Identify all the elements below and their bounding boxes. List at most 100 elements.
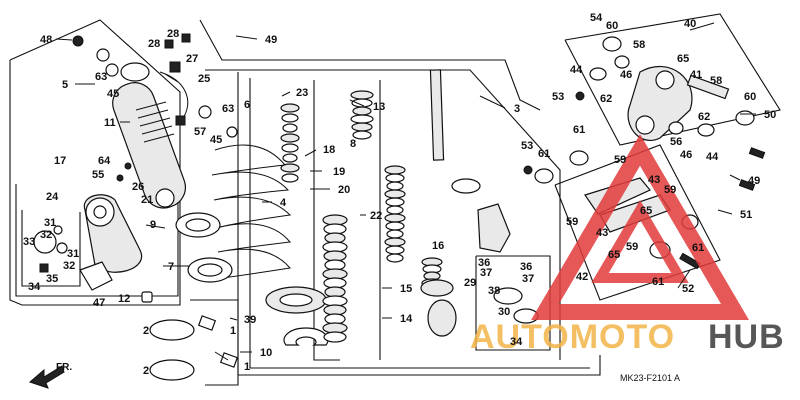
washer-disc: [384, 237, 406, 247]
front-direction-indicator: FR.: [29, 362, 72, 389]
washer-disc: [386, 181, 404, 191]
callout-34: 34: [510, 336, 523, 348]
washer-disc: [282, 153, 298, 163]
callout-59: 59: [626, 241, 638, 253]
callout-58: 58: [710, 75, 722, 87]
washer-disc: [352, 130, 372, 140]
callout-37: 37: [480, 267, 492, 279]
callout-5: 5: [62, 79, 68, 91]
callout-32: 32: [63, 260, 75, 272]
callout-27: 27: [186, 53, 198, 65]
watermark-word-right: HUB: [708, 318, 785, 356]
watermark-logo: AUTOMOTO HUB: [470, 134, 785, 356]
callout-44: 44: [570, 64, 583, 76]
callout-4: 4: [280, 197, 287, 209]
callout-44: 44: [706, 151, 719, 163]
callout-43: 43: [648, 174, 660, 186]
callout-63: 63: [222, 103, 234, 115]
washer-disc: [386, 253, 404, 263]
washer-disc: [385, 221, 405, 231]
washer-disc: [280, 103, 300, 113]
callout-30: 30: [498, 306, 510, 318]
callout-65: 65: [677, 53, 689, 65]
washer-disc: [352, 106, 372, 116]
callout-51: 51: [740, 209, 752, 221]
callout-58: 58: [633, 39, 645, 51]
callout-60: 60: [606, 20, 618, 32]
callout-28: 28: [148, 38, 160, 50]
callout-52: 52: [682, 283, 694, 295]
callout-24: 24: [46, 191, 59, 203]
spring-assembly: [175, 144, 329, 346]
callout-20: 20: [338, 184, 350, 196]
diagram-code: MK23-F2101 A: [620, 373, 680, 383]
washer-disc: [386, 205, 404, 215]
callout-12: 12: [118, 293, 130, 305]
callout-64: 64: [98, 155, 111, 167]
callout-61: 61: [652, 276, 664, 288]
washer-disc: [386, 229, 404, 239]
washer-disc: [280, 133, 300, 143]
callout-18: 18: [323, 144, 335, 156]
callout-28: 28: [167, 28, 179, 40]
callout-10: 10: [260, 347, 272, 359]
callout-labels: 48 49 28 28 27 25 5 63 45 11 57 63 45 6 …: [23, 12, 776, 377]
callout-8: 8: [350, 138, 356, 150]
callout-40: 40: [684, 18, 696, 30]
callout-62: 62: [600, 93, 612, 105]
callout-2: 2: [143, 365, 149, 377]
callout-59: 59: [664, 184, 676, 196]
callout-41: 41: [690, 69, 702, 81]
callout-56: 56: [670, 136, 682, 148]
callout-37: 37: [522, 273, 534, 285]
callout-31: 31: [44, 217, 56, 229]
callout-7: 7: [168, 261, 174, 273]
callout-36: 36: [478, 257, 490, 269]
callout-65: 65: [608, 249, 620, 261]
callout-25: 25: [198, 73, 210, 85]
callout-32: 32: [40, 229, 52, 241]
washer-disc: [350, 90, 374, 100]
washer-disc: [384, 189, 406, 199]
washer-disc: [350, 114, 374, 124]
callout-16: 16: [432, 240, 444, 252]
callout-14: 14: [400, 313, 413, 325]
callout-33: 33: [23, 236, 35, 248]
clamps: [149, 315, 239, 381]
washer-disc: [323, 331, 347, 343]
callout-15: 15: [400, 283, 412, 295]
callout-61: 61: [573, 124, 585, 136]
callout-53: 53: [552, 91, 564, 103]
callout-36: 36: [520, 261, 532, 273]
callout-62: 62: [698, 111, 710, 123]
callout-45: 45: [210, 134, 222, 146]
front-arrow-icon: [29, 365, 65, 389]
callout-59: 59: [614, 154, 626, 166]
callout-61: 61: [692, 242, 704, 254]
watermark-word-left: AUTOMOTO: [470, 318, 675, 356]
callout-3: 3: [514, 103, 520, 115]
callout-55: 55: [92, 169, 104, 181]
callout-43: 43: [596, 227, 608, 239]
callout-59: 59: [566, 216, 578, 228]
callout-26: 26: [132, 181, 144, 193]
callout-65: 65: [640, 205, 652, 217]
callout-60: 60: [744, 91, 756, 103]
callout-63: 63: [95, 71, 107, 83]
callout-9: 9: [150, 219, 156, 231]
washer-disc: [385, 173, 405, 183]
callout-21: 21: [141, 194, 153, 206]
washer-disc: [351, 98, 373, 108]
washer-disc: [281, 113, 299, 123]
callout-2: 2: [143, 325, 149, 337]
callout-31: 31: [67, 248, 79, 260]
callout-54: 54: [590, 12, 603, 24]
callout-19: 19: [333, 166, 345, 178]
callout-47: 47: [93, 297, 105, 309]
washer-disc: [281, 173, 299, 183]
washer-disc: [384, 165, 406, 175]
callout-61: 61: [538, 148, 550, 160]
reservoir-assembly: [72, 33, 238, 209]
